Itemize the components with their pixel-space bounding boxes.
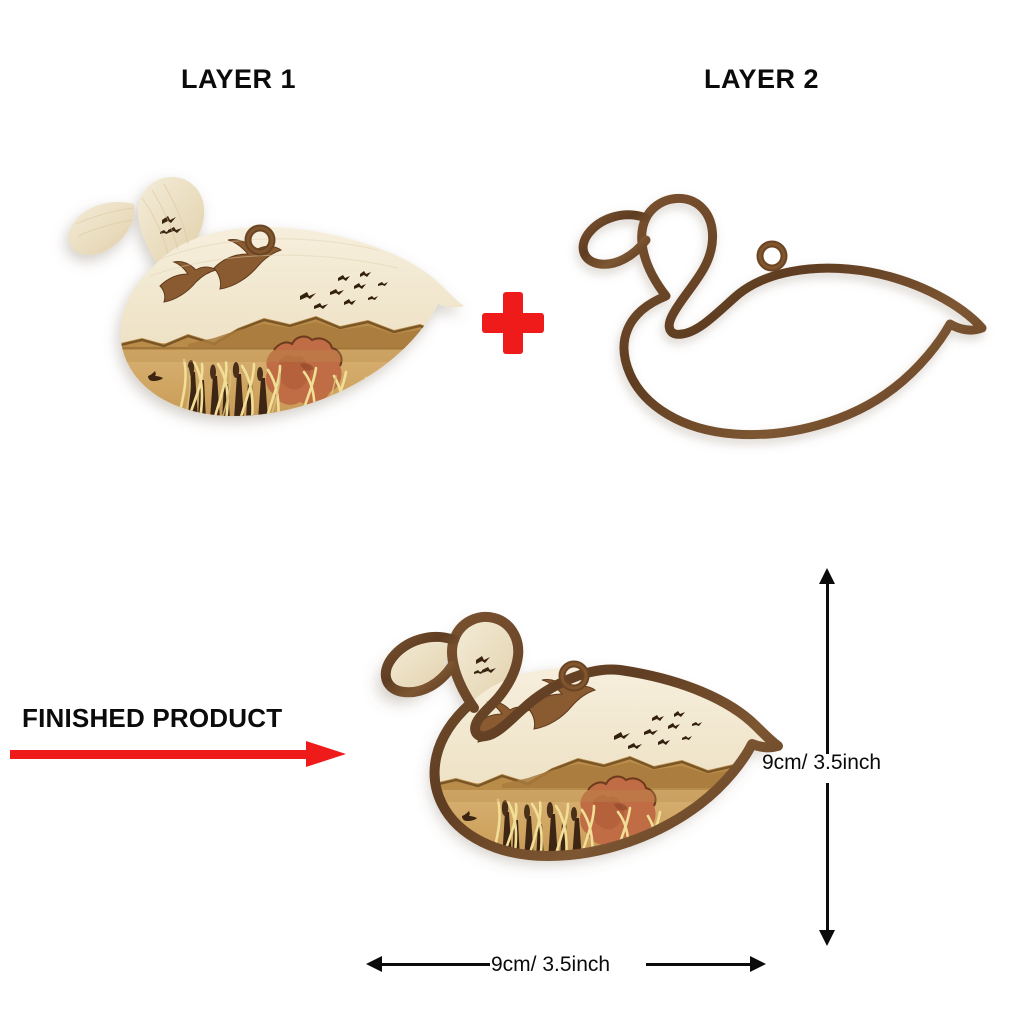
width-dimension-label: 9cm/ 3.5inch — [491, 953, 611, 976]
layer-1-artwork — [38, 168, 468, 448]
layer-1-title: LAYER 1 — [181, 64, 297, 94]
layer-2-artwork — [548, 176, 988, 446]
finished-product-arrow — [10, 741, 346, 767]
height-dimension-label: 9cm/ 3.5inch — [762, 751, 882, 774]
hanging-loop — [244, 224, 276, 256]
width-dimension-line — [366, 955, 766, 972]
finished-product-artwork — [352, 608, 783, 888]
layer-2-title: LAYER 2 — [704, 64, 820, 94]
height-dimension-line — [819, 568, 835, 946]
hanging-loop — [558, 660, 590, 692]
plus-symbol — [482, 292, 544, 354]
hanging-loop — [756, 240, 788, 272]
outline-frame-overlay — [380, 612, 783, 861]
finished-product-label: FINISHED PRODUCT — [22, 703, 283, 733]
